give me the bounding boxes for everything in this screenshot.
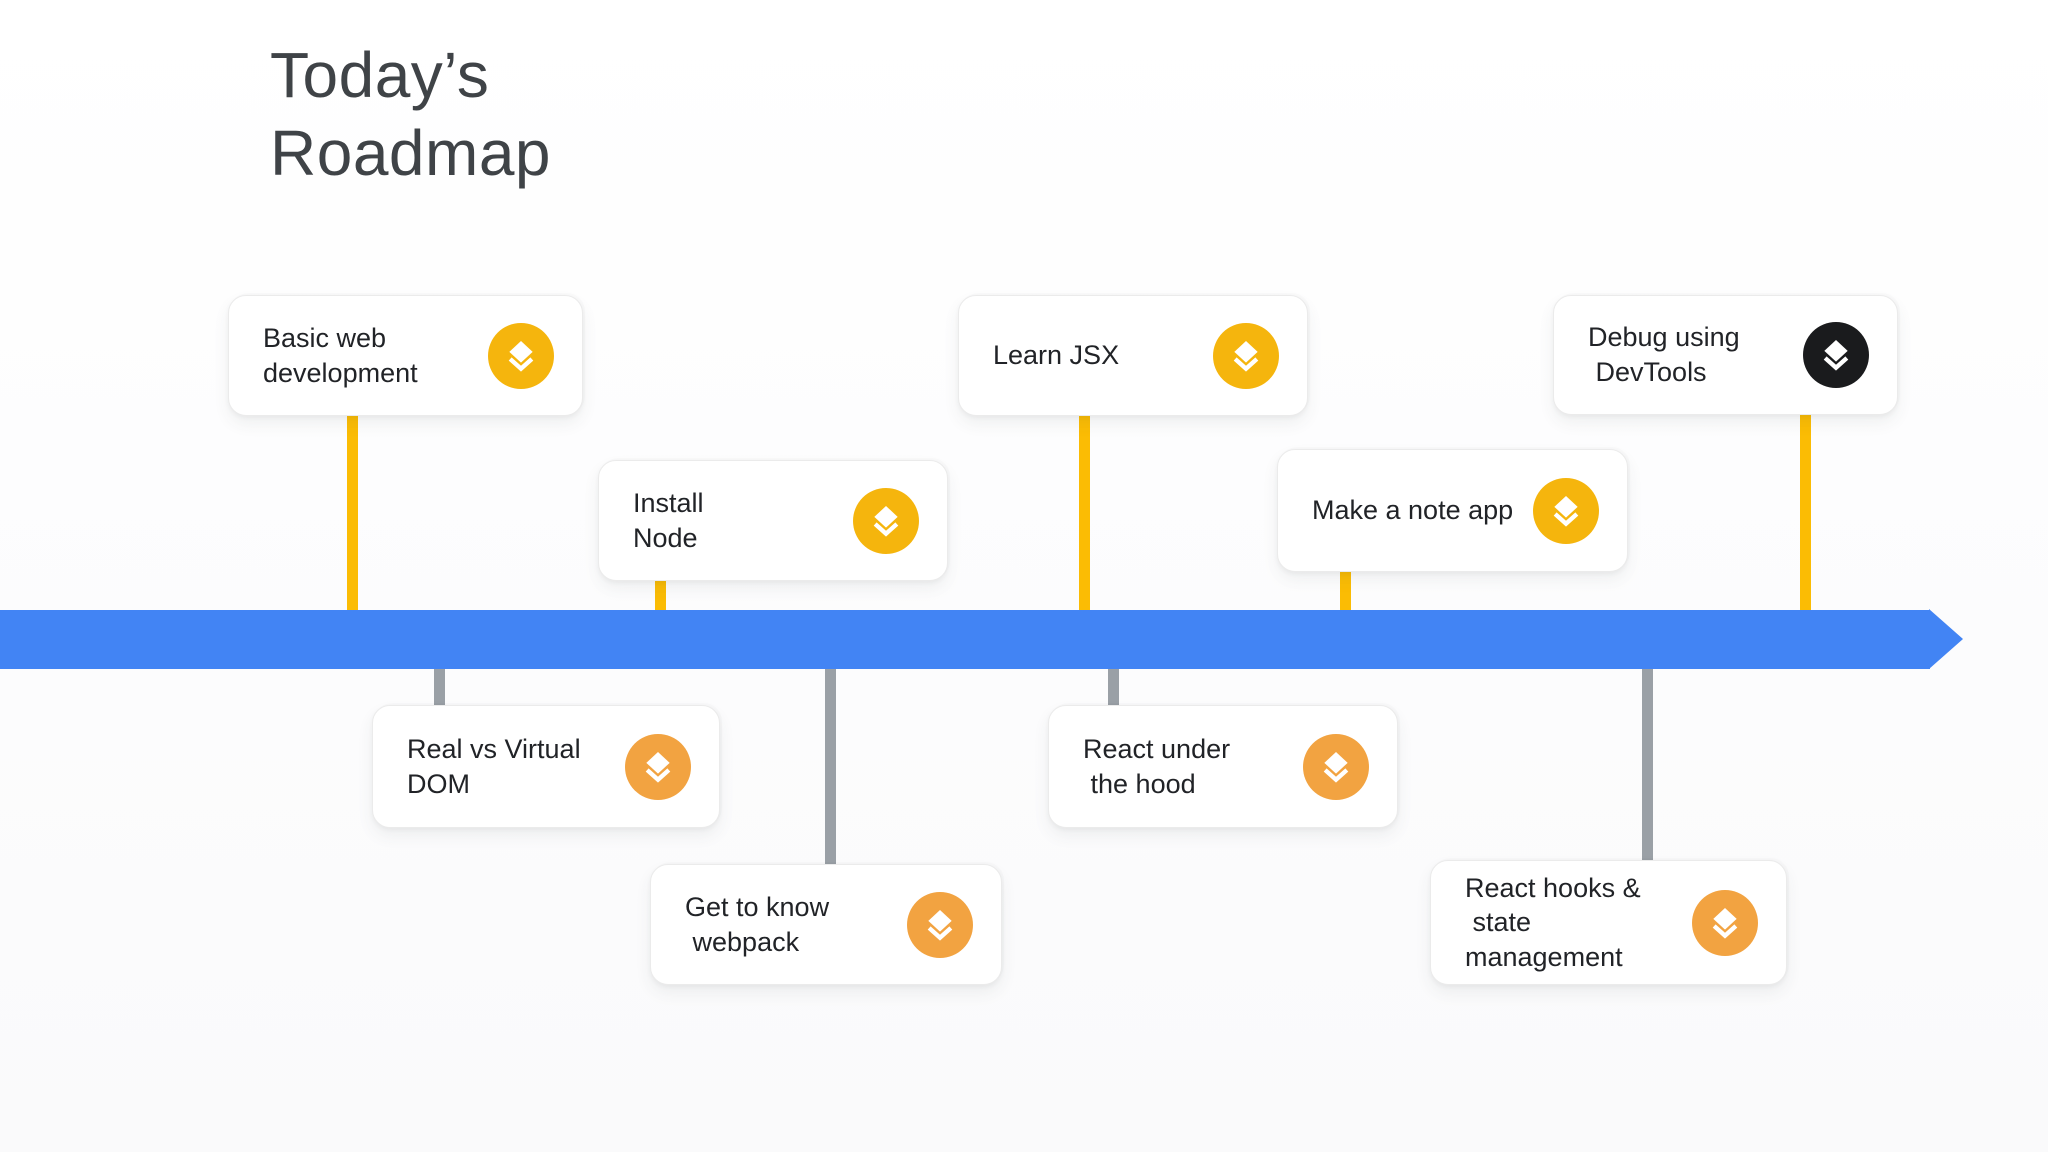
card-make-a-note-app: Make a note app	[1277, 449, 1628, 572]
layers-icon	[1803, 322, 1869, 388]
card-label: React under the hood	[1083, 733, 1231, 799]
connector-make-a-note-app	[1340, 572, 1351, 610]
card-get-to-know-webpack: Get to know webpack	[650, 864, 1002, 985]
card-real-vs-virtual-dom: Real vs Virtual DOM	[372, 705, 720, 828]
card-label: Real vs Virtual DOM	[407, 733, 581, 799]
card-react-hooks-state-management: React hooks & state management	[1430, 860, 1787, 985]
layers-icon	[853, 487, 919, 554]
connector-debug-devtools	[1800, 415, 1811, 610]
card-label: React hooks & state management	[1465, 872, 1641, 972]
card-label: Get to know webpack	[685, 891, 830, 957]
layers-icon	[1213, 322, 1279, 389]
layers-icon	[625, 733, 691, 800]
card-label: Basic web development	[263, 322, 418, 388]
connector-basic-web-development	[347, 416, 358, 610]
card-label: Install Node	[633, 487, 704, 553]
layers-icon	[488, 322, 554, 389]
card-react-under-the-hood: React under the hood	[1048, 705, 1398, 828]
card-basic-web-development: Basic web development	[228, 295, 583, 416]
timeline-bar	[0, 610, 1930, 669]
card-install-node: Install Node	[598, 460, 948, 581]
connector-learn-jsx	[1079, 416, 1090, 610]
connector-react-hooks	[1642, 669, 1653, 860]
connector-webpack	[825, 669, 836, 864]
connector-install-node	[655, 581, 666, 610]
timeline-arrowhead-icon	[1929, 609, 1963, 669]
card-label: Debug using DevTools	[1588, 322, 1740, 387]
layers-icon	[1692, 889, 1758, 956]
connector-react-under-the-hood	[1108, 669, 1119, 705]
card-learn-jsx: Learn JSX	[958, 295, 1308, 416]
card-label: Make a note app	[1312, 495, 1514, 526]
page-title: Today’s Roadmap	[270, 39, 551, 190]
layers-icon	[1533, 477, 1599, 544]
card-debug-using-devtools: Debug using DevTools	[1553, 295, 1898, 415]
layers-icon	[907, 891, 973, 958]
connector-real-vs-virtual-dom	[434, 669, 445, 705]
layers-icon	[1303, 733, 1369, 800]
card-label: Learn JSX	[993, 340, 1120, 371]
